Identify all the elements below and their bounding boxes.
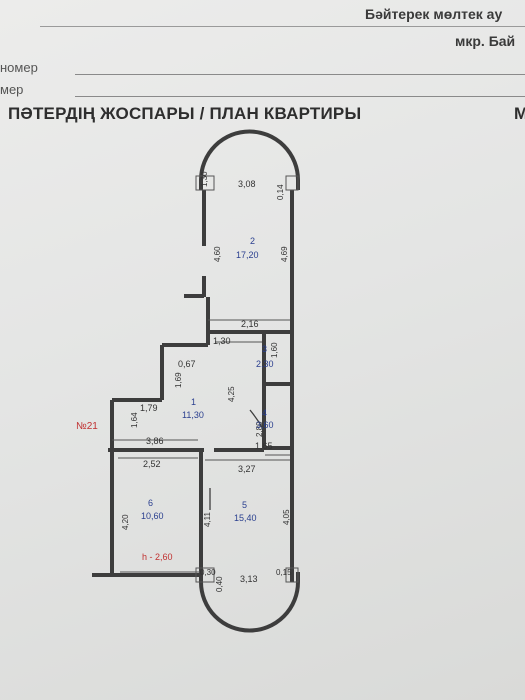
dim-0-15: 0,15	[276, 568, 292, 577]
dim-bottom-loggia-width: 3,13	[240, 574, 258, 584]
door-mark-2	[249, 409, 265, 431]
header-line-1: Бәйтерек мөлтек ау	[365, 6, 503, 22]
room-6-area: 10,60	[141, 511, 164, 521]
dim-3-27: 3,27	[238, 464, 256, 474]
dim-2-16: 2,16	[241, 319, 259, 329]
dim-1-65: 1,65	[255, 441, 273, 451]
second-field-line	[75, 96, 525, 97]
room-5-area: 15,40	[234, 513, 257, 523]
top-loggia-wall	[199, 129, 300, 190]
room-2-area: 17,20	[236, 250, 259, 260]
dim-2-80: 2,80	[255, 421, 264, 437]
dim-4-11: 4,11	[203, 511, 212, 527]
dim-room2-right: 4,69	[280, 246, 289, 262]
dim-4-20: 4,20	[121, 514, 130, 530]
plan-title: ПӘТЕРДІҢ ЖОСПАРЫ / ПЛАН КВАРТИРЫ	[8, 104, 362, 123]
dim-4-25: 4,25	[227, 386, 236, 402]
bottom-loggia-wall	[199, 572, 300, 633]
dim-4-05: 4,05	[282, 509, 291, 525]
dim-1-60: 1,60	[270, 342, 279, 358]
dim-0-67: 0,67	[178, 359, 196, 369]
room-3-area: 2,30	[256, 359, 274, 369]
top-right-window	[285, 175, 299, 191]
second-field-label: мер	[0, 82, 24, 97]
number-field-label: номер	[0, 60, 38, 75]
dim-1-69: 1,69	[174, 372, 183, 388]
header-rule	[40, 26, 525, 27]
dim-0-30: 0,30	[200, 568, 216, 577]
room-1-area: 11,30	[182, 410, 204, 420]
dim-1-79: 1,79	[140, 403, 158, 413]
dim-top-loggia-width: 3,08	[238, 179, 256, 189]
dim-top-left-small: 1,30	[200, 171, 209, 187]
ceiling-height: h - 2,60	[142, 552, 173, 562]
dim-room2-left: 4,60	[213, 246, 222, 262]
bottom-right-window	[285, 567, 299, 583]
dim-1-30: 1,30	[213, 336, 231, 346]
plan-title-tail: М	[514, 104, 525, 123]
dim-1-64: 1,64	[130, 412, 139, 428]
room-2-number: 2	[250, 236, 255, 246]
number-field-line	[75, 74, 525, 75]
dim-2-52: 2,52	[143, 459, 161, 469]
bottom-left-window	[195, 567, 215, 583]
dim-0-40: 0,40	[215, 576, 224, 592]
room-6-number: 6	[148, 498, 153, 508]
dim-top-right-small: 0,14	[276, 184, 285, 200]
dim-3-86: 3,86	[146, 436, 164, 446]
header-line-2: мкр. Бай	[455, 33, 516, 49]
room-4-area: 3,60	[256, 420, 274, 430]
apartment-number: №21	[76, 421, 98, 432]
room-1-number: 1	[191, 397, 196, 407]
room-3-number: 3	[262, 344, 267, 354]
room-4-number: 4	[262, 408, 267, 418]
top-left-window	[195, 175, 215, 191]
room-5-number: 5	[242, 500, 247, 510]
